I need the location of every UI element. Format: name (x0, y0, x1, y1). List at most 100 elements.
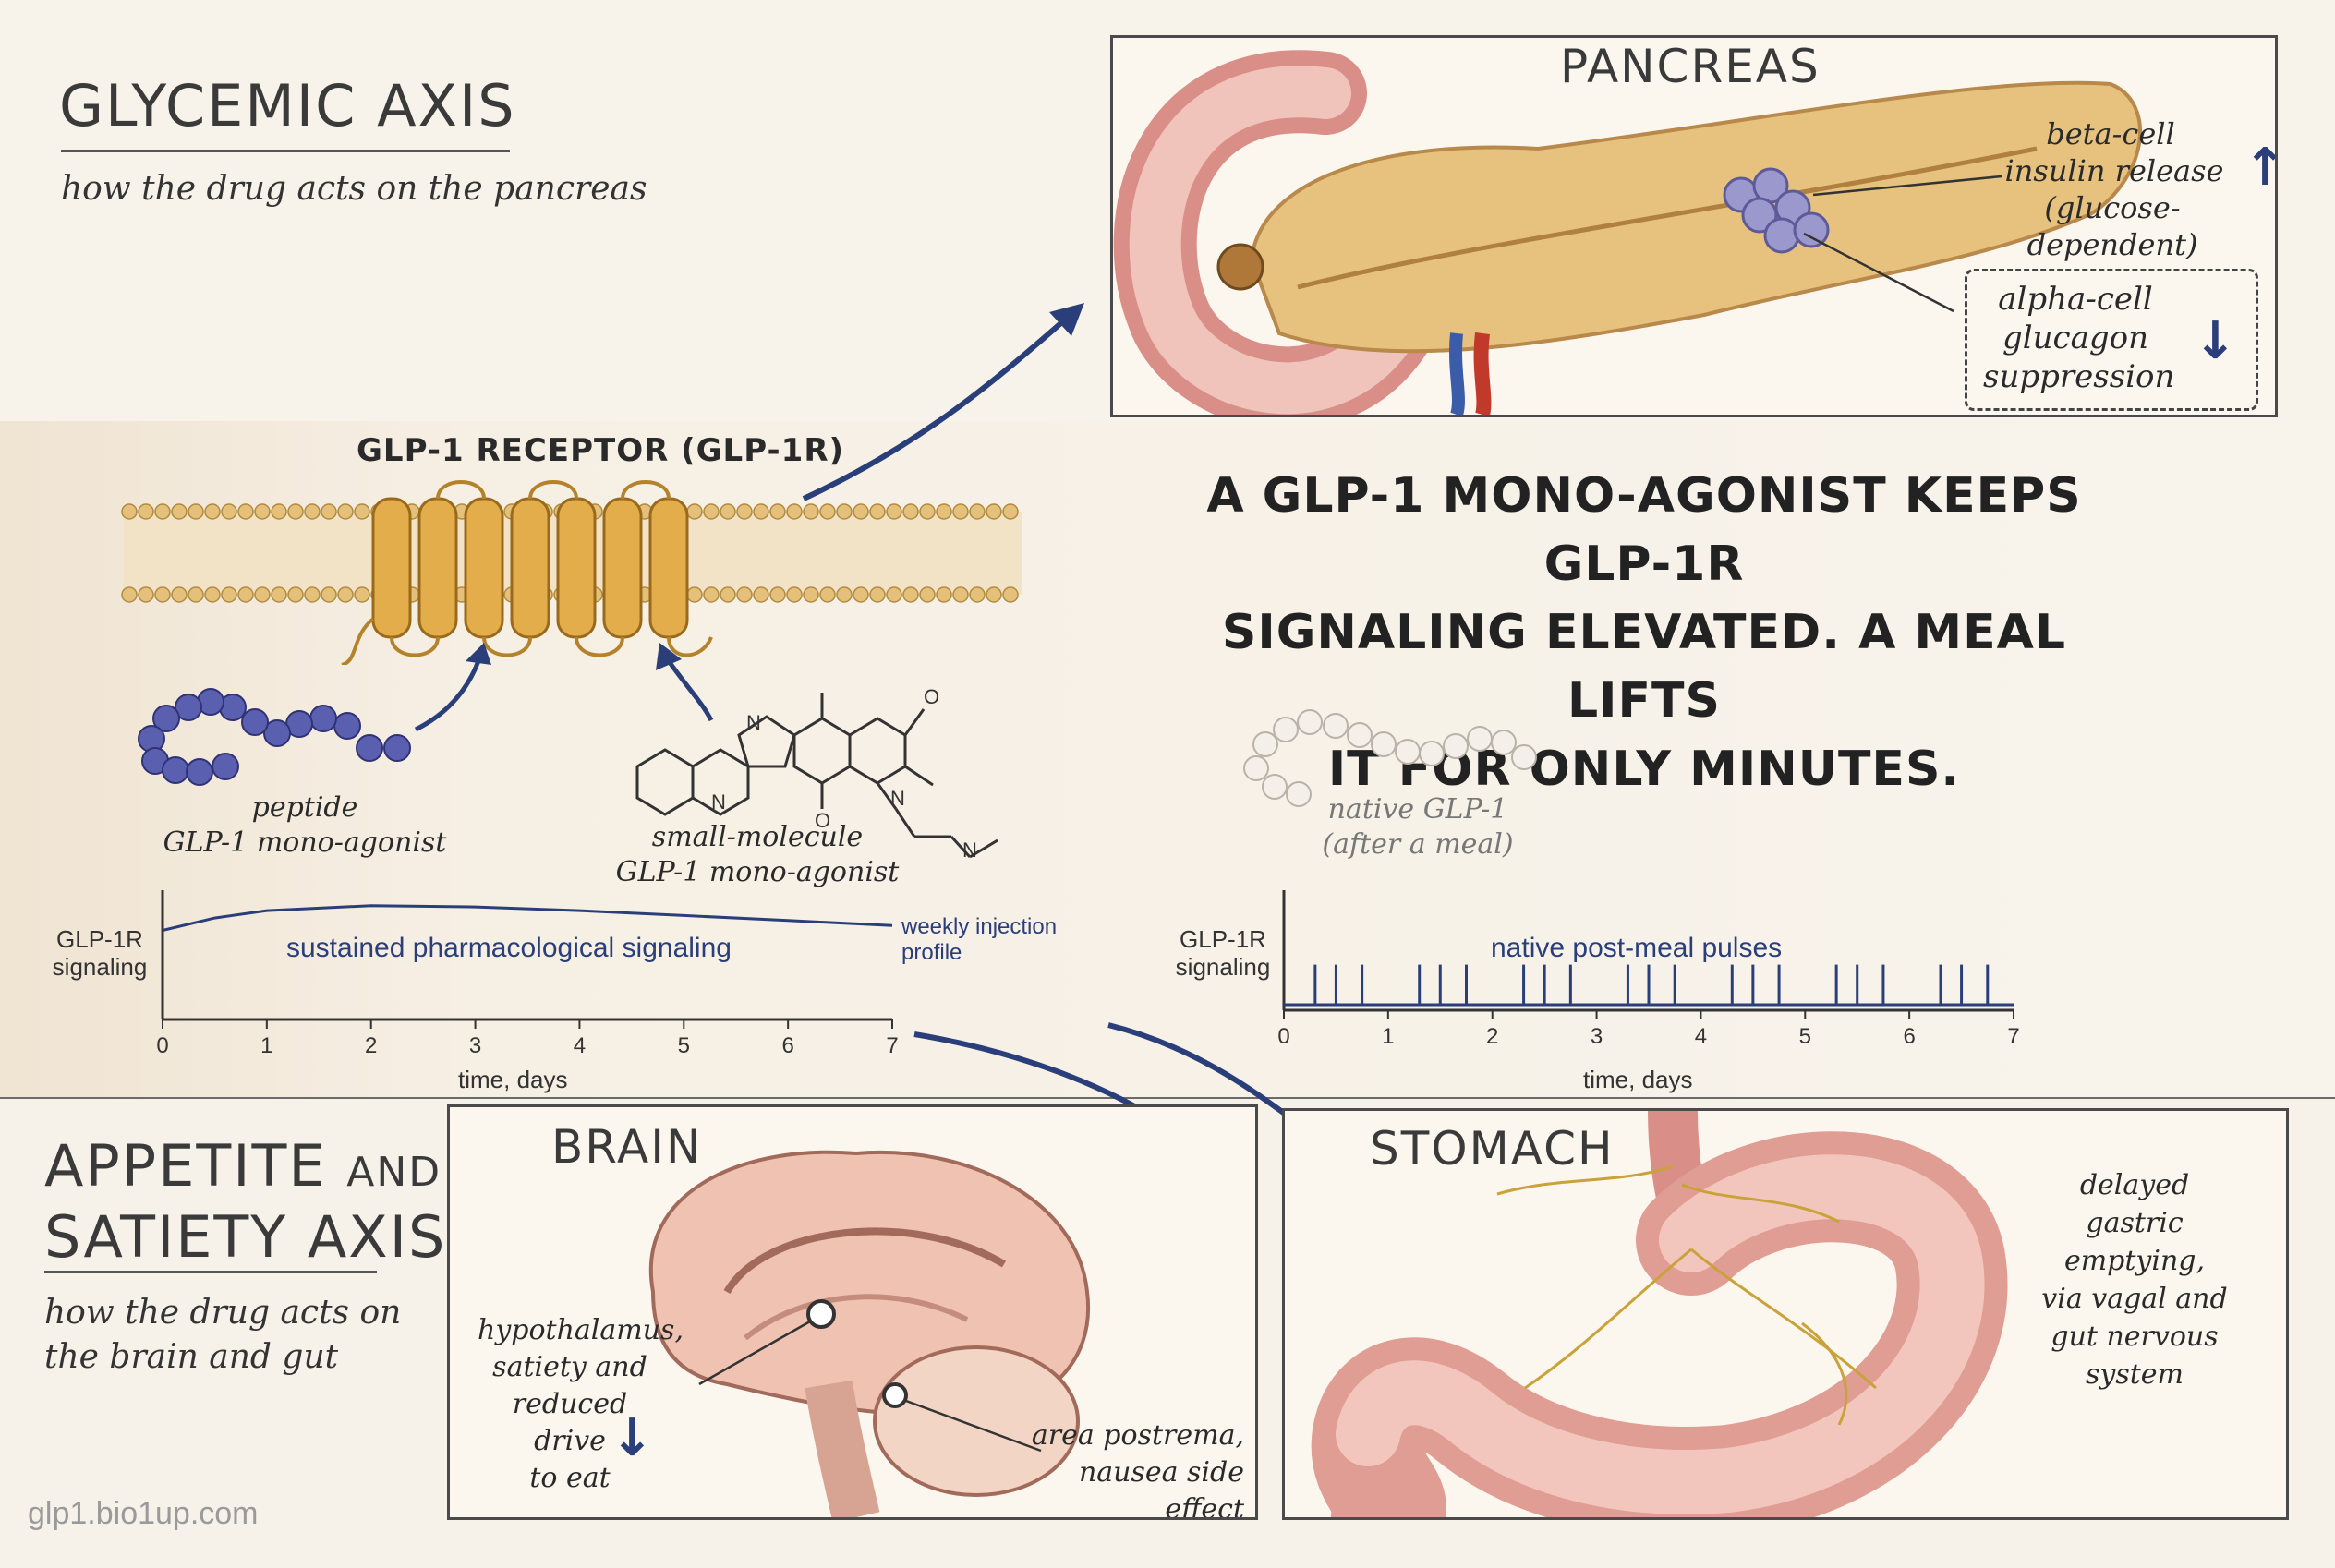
native-bead (1297, 709, 1323, 735)
lipid-head (736, 503, 753, 520)
area-postrema-marker (882, 1382, 908, 1408)
weekly-annotation-line-1: weekly injection (901, 914, 1058, 939)
peptide-bead (212, 753, 239, 780)
native-bead (1467, 726, 1493, 752)
footer-url: glp1.bio1up.com (28, 1496, 259, 1531)
lipid-head (686, 586, 703, 603)
x-tick-label: 3 (1591, 1024, 1603, 1049)
lipid-head (221, 503, 237, 520)
lipid-head (254, 586, 271, 603)
lipid-head (686, 503, 703, 520)
x-tick-label: 4 (1695, 1024, 1707, 1049)
insulin-up-arrow-icon: ↑ (2244, 138, 2275, 198)
peptide-bead (241, 708, 269, 736)
lipid-head (287, 586, 304, 603)
lipid-head (936, 503, 952, 520)
brain-panel: BRAIN hypothalamus, satiety and reduced … (447, 1104, 1258, 1520)
lipid-head (769, 503, 786, 520)
lipid-head (836, 586, 853, 603)
lipid-head (952, 586, 969, 603)
appetite-title-line-2: SATIETY AXIS (44, 1203, 447, 1271)
lipid-head (1002, 503, 1019, 520)
atom-o-2: O (815, 809, 830, 832)
lipid-head (188, 503, 204, 520)
weekly-annotation-line-2: profile (901, 940, 962, 965)
lipid-head (803, 586, 819, 603)
gastric-note-line-6: system (2086, 1358, 2184, 1391)
beta-cell-line-1: beta-cell (2046, 116, 2175, 151)
cerebellum-shape (873, 1345, 1080, 1497)
receptor-title: GLP-1 RECEPTOR (GLP-1R) (357, 432, 845, 469)
lipid-head (819, 586, 836, 603)
native-glp1-chain-illustration (1243, 709, 1537, 807)
stomach-illustration (1311, 1111, 2008, 1517)
x-tick-label: 1 (260, 1033, 272, 1058)
lipid-head (171, 586, 188, 603)
small-molecule-structure: N N N N O O (635, 685, 998, 862)
lipid-head (154, 586, 171, 603)
lipid-head (753, 503, 769, 520)
lipid-head (254, 503, 271, 520)
lipid-head (321, 503, 337, 520)
hypothalamus-line-1: hypothalamus, (478, 1314, 684, 1346)
small-molecule-to-receptor-arrow (656, 643, 714, 722)
lipid-head (936, 586, 952, 603)
lipid-head (304, 503, 321, 520)
lipid-head (354, 503, 370, 520)
peptide-bead (152, 705, 180, 732)
lipid-head (986, 586, 1002, 603)
x-tick-label: 6 (781, 1033, 793, 1058)
lipid-head (819, 503, 836, 520)
stomach-title: STOMACH (1370, 1122, 1615, 1176)
x-tick-label: 7 (2007, 1024, 2019, 1049)
x-tick-label: 2 (1486, 1024, 1498, 1049)
right-series-label: native post-meal pulses (1491, 933, 1783, 963)
lipid-head (204, 503, 221, 520)
left-chart-ylabel: GLP-1R signaling (35, 925, 164, 981)
left-chart-xlabel: time, days (458, 1066, 568, 1093)
lipid-head (869, 503, 886, 520)
brain-illustration (649, 1150, 1091, 1517)
glycemic-axis-subtitle: how the drug acts on the pancreas (61, 170, 647, 208)
lipid-head (271, 586, 287, 603)
glycemic-title-underline (61, 150, 510, 152)
glucagon-down-arrow-icon: ↓ (2194, 311, 2237, 371)
glucose-dependent-label: (glucose-dependent) (2026, 190, 2198, 262)
hypothalamus-label: hypothalamus, satiety and reduced drive … (478, 1312, 684, 1497)
native-bead (1323, 713, 1349, 739)
stomach-panel: STOMACH delayed gastric emptying, via va… (1282, 1108, 2289, 1520)
drive-down-arrow-icon: ↓ (611, 1408, 654, 1468)
gastric-note-line-2: gastric (2086, 1207, 2184, 1239)
lipid-head (703, 503, 720, 520)
right-ylabel-line-1: GLP-1R (1180, 925, 1266, 953)
lipid-head (919, 503, 936, 520)
native-bead (1371, 731, 1397, 757)
native-bead (1419, 741, 1445, 766)
lipid-head (138, 503, 154, 520)
lipid-head (354, 586, 370, 603)
brainstem-shape (805, 1380, 880, 1517)
lipid-head (271, 503, 287, 520)
lipid-head (1002, 586, 1019, 603)
appetite-subtitle-line-1: how the drug acts on (44, 1294, 402, 1332)
x-tick-label: 6 (1903, 1024, 1915, 1049)
beta-cell-label: beta-cell (2037, 115, 2184, 152)
x-tick-label: 5 (678, 1033, 690, 1058)
lipid-head (803, 503, 819, 520)
native-bead (1347, 722, 1373, 748)
gastric-note-line-4: via vagal and (2041, 1283, 2228, 1315)
pancreas-panel: PANCREAS beta-cell insulin release (gluc… (1110, 35, 2278, 417)
gastric-note-line-3: emptying, (2063, 1245, 2206, 1277)
lipid-head (736, 586, 753, 603)
native-bead (1252, 731, 1278, 757)
lipid-head (969, 586, 986, 603)
brain-title: BRAIN (551, 1120, 703, 1174)
x-tick-label: 7 (886, 1033, 898, 1058)
peptide-label: peptide GLP-1 mono-agonist (157, 790, 453, 861)
peptide-bead (186, 758, 213, 786)
native-bead (1443, 733, 1469, 759)
hypothalamus-line-3: reduced drive (512, 1388, 628, 1457)
peptide-bead (263, 719, 291, 747)
peptide-to-receptor-arrow (414, 643, 491, 732)
